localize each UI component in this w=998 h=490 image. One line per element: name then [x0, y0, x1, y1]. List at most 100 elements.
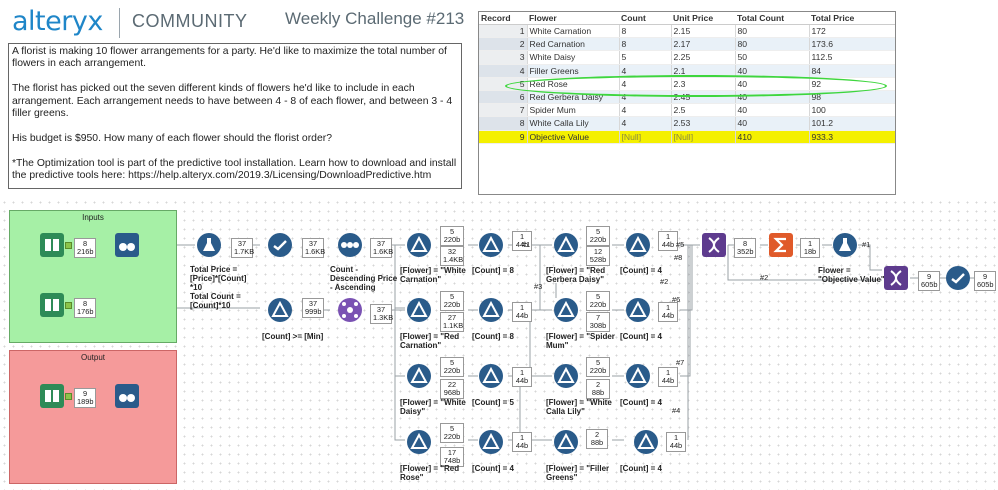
- logo-divider: [119, 8, 120, 38]
- results-grid[interactable]: Record Flower Count Unit Price Total Cou…: [478, 11, 896, 195]
- column-header[interactable]: Total Count: [735, 12, 809, 25]
- connection-wires: [100, 244, 976, 441]
- triangle-icon: [410, 300, 428, 317]
- sort-tool[interactable]: [338, 233, 362, 257]
- wire-label: #7: [676, 358, 685, 367]
- filter-annotation: [Count] = 4: [620, 332, 662, 341]
- output-anchor[interactable]: [65, 302, 72, 309]
- filter-annotation: [Flower] = "Red Gerbera Daisy": [546, 266, 606, 284]
- description-paragraph: His budget is $950. How many of each flo…: [12, 132, 332, 144]
- dots-icon: [341, 242, 359, 248]
- filter-tool[interactable]: [407, 233, 431, 257]
- triangle-icon: [629, 300, 647, 317]
- filter-tool[interactable]: [554, 364, 578, 388]
- output-anchor[interactable]: [65, 393, 72, 400]
- triangle-icon: [482, 432, 500, 449]
- record-cell: 7: [479, 103, 527, 118]
- flask-icon: [839, 238, 851, 251]
- binoculars-icon: [119, 394, 135, 402]
- filter-tool[interactable]: [554, 298, 578, 322]
- formula-tool[interactable]: [197, 233, 221, 257]
- filter-tool[interactable]: [407, 364, 431, 388]
- browse-tool[interactable]: [115, 233, 139, 257]
- browse-tool[interactable]: [115, 384, 139, 408]
- input-data-tool[interactable]: [40, 384, 64, 408]
- table-cell: [Null]: [670, 130, 735, 144]
- table-cell: White Carnation: [526, 24, 619, 39]
- filter-tool[interactable]: [626, 298, 650, 322]
- description-paragraph: *The Optimization tool is part of the pr…: [12, 157, 457, 182]
- formula-tool[interactable]: [833, 233, 857, 257]
- filter-tool[interactable]: [479, 298, 503, 322]
- book-icon: [45, 239, 59, 251]
- filter-annotation: [Flower] = "Red Carnation": [400, 332, 460, 350]
- union-tool[interactable]: [884, 266, 908, 290]
- select-tool[interactable]: [946, 266, 970, 290]
- union-tool[interactable]: [702, 233, 726, 257]
- output-anchor[interactable]: [65, 242, 72, 249]
- filter-tool[interactable]: [626, 364, 650, 388]
- book-icon: [45, 299, 59, 311]
- table-cell: 2.25: [670, 50, 735, 65]
- table-cell: 8: [618, 24, 671, 39]
- filter-tool[interactable]: [407, 430, 431, 454]
- table-cell: 50: [734, 50, 809, 65]
- column-header[interactable]: Total Price: [809, 12, 895, 25]
- summarize-tool[interactable]: [769, 233, 793, 257]
- filter-tool[interactable]: [479, 233, 503, 257]
- filter-tool[interactable]: [626, 233, 650, 257]
- filter-tool[interactable]: [554, 430, 578, 454]
- select-tool[interactable]: [268, 233, 292, 257]
- book-icon: [45, 390, 59, 402]
- container-title: Output: [80, 353, 105, 362]
- column-header[interactable]: Unit Price: [671, 12, 735, 25]
- column-header[interactable]: Record: [479, 12, 527, 25]
- table-cell: Red Carnation: [526, 37, 619, 52]
- filter-tool[interactable]: [479, 364, 503, 388]
- filter-tool[interactable]: [268, 298, 292, 322]
- filter-tool[interactable]: [407, 298, 431, 322]
- description-paragraph: A florist is making 10 flower arrangemen…: [12, 46, 447, 70]
- join-tool[interactable]: [338, 298, 362, 322]
- table-header-row: Record Flower Count Unit Price Total Cou…: [479, 12, 895, 25]
- triangle-icon: [557, 366, 575, 383]
- filter-tool[interactable]: [554, 233, 578, 257]
- table-cell: 112.5: [808, 50, 895, 65]
- filter-tool[interactable]: [479, 430, 503, 454]
- input-data-tool[interactable]: [40, 293, 64, 317]
- binoculars-icon: [119, 243, 135, 251]
- column-header[interactable]: Count: [619, 12, 671, 25]
- input-data-tool[interactable]: [40, 233, 64, 257]
- table-cell: 98: [808, 90, 895, 105]
- triangle-icon: [629, 366, 647, 383]
- wire-label: #1: [862, 240, 871, 249]
- triangle-icon: [557, 300, 575, 317]
- record-cell: 6: [479, 90, 527, 105]
- column-header[interactable]: Flower: [527, 12, 619, 25]
- challenge-description: A florist is making 10 flower arrangemen…: [8, 43, 462, 189]
- filter-tool[interactable]: [634, 430, 658, 454]
- output-container[interactable]: Output: [9, 350, 177, 484]
- table-cell: 2.17: [670, 37, 735, 52]
- inputs-container[interactable]: Inputs: [9, 210, 177, 343]
